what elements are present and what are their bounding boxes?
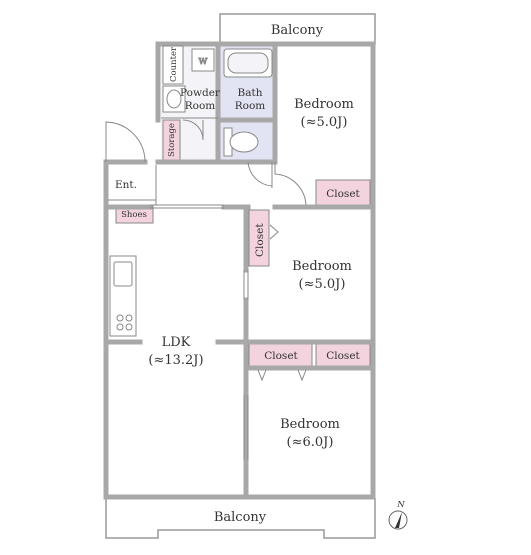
closet-mid-label: Closet [254,223,266,257]
bedroom-ne-size: (≈5.0J) [301,115,348,130]
bedroom-e: Bedroom (≈5.0J) [292,259,352,292]
counter [162,45,184,85]
north-arrow-icon: N [388,500,408,530]
balcony-bottom: Balcony [105,498,376,539]
closet-se-label: Closet [326,350,360,362]
washer-label: W [199,57,208,67]
bath-line2: Room [235,100,266,112]
bedroom-e-size: (≈5.0J) [299,277,346,292]
north-label: N [396,500,405,510]
shoes-label: Shoes [121,210,147,220]
bedroom-se-name: Bedroom [280,417,340,432]
closet-ne-label: Closet [326,188,360,200]
closet-ne [315,179,371,206]
bathtub [223,48,273,78]
bath-room: Bath Room [235,87,266,112]
powder-room: Powder Room [180,87,221,112]
powder-sink [162,85,186,113]
balcony-top: Balcony [219,13,376,45]
storage-label: Storage [167,123,177,157]
closet-sw-label: Closet [264,350,298,362]
balcony-bottom-label: Balcony [214,510,267,525]
bedroom-ne: Bedroom (≈5.0J) [294,97,354,130]
counter-label: Counter [169,46,179,82]
walls [103,41,376,500]
ldk: LDK (≈13.2J) [148,335,203,368]
bath-line1: Bath [238,87,263,99]
ldk-name: LDK [162,335,191,350]
powder-line2: Room [185,100,216,112]
kitchen-sink [109,255,137,337]
bedroom-se-size: (≈6.0J) [287,435,334,450]
closet-mid [248,209,270,267]
washing-machine: W [191,48,215,72]
bedroom-se: Bedroom (≈6.0J) [280,417,340,450]
bedroom-ne-name: Bedroom [294,97,354,112]
doors [105,117,307,460]
powder-line1: Powder [180,87,221,99]
ldk-size: (≈13.2J) [148,353,203,368]
entrance-label: Ent. [115,179,137,191]
bedroom-e-name: Bedroom [292,259,352,274]
balcony-top-label: Balcony [271,23,324,38]
toilet [223,127,259,157]
